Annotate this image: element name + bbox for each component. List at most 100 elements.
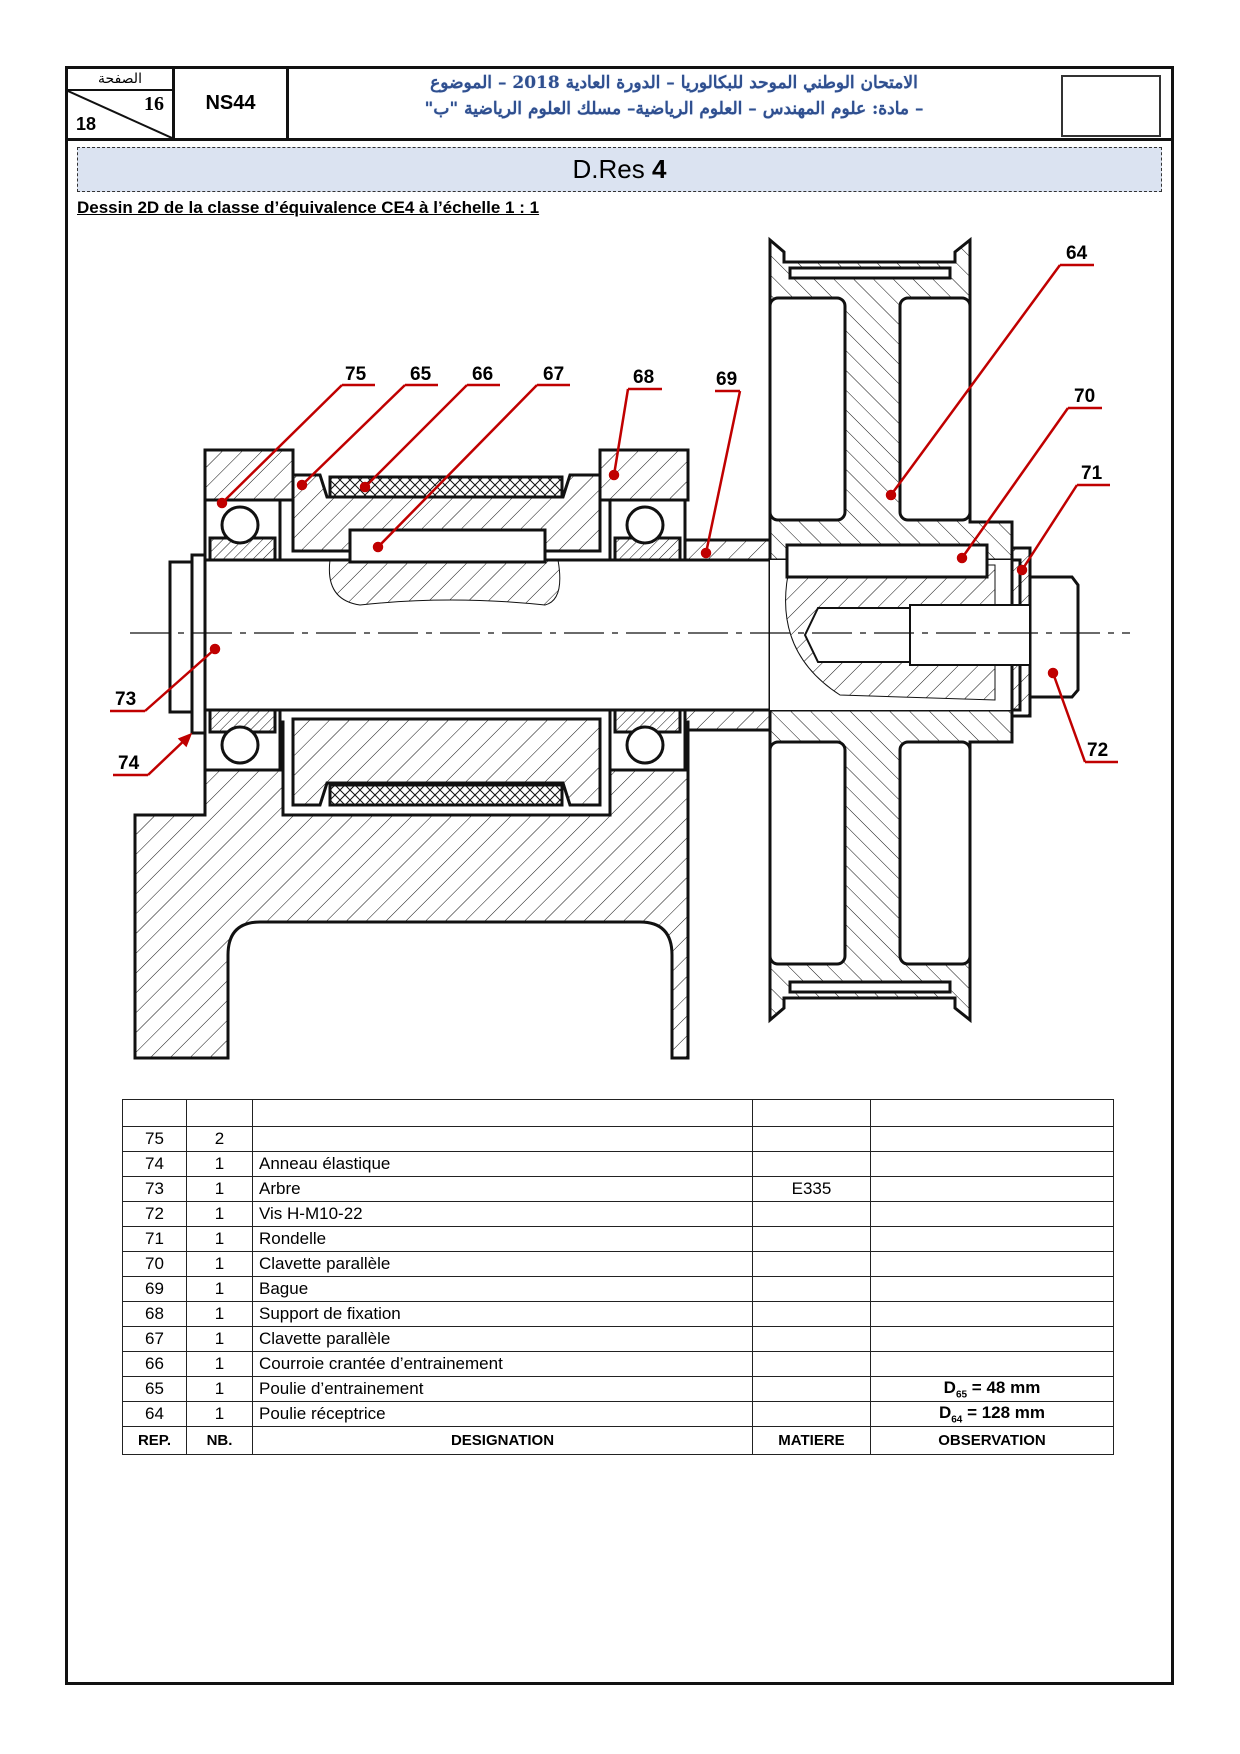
cell-matiere — [752, 1401, 871, 1427]
cell-rep: 67 — [122, 1326, 187, 1352]
cell-rep: 74 — [122, 1151, 187, 1177]
section-number: 4 — [652, 154, 667, 184]
callout-label-71: 71 — [1081, 463, 1103, 484]
cell-designation: Bague — [252, 1276, 753, 1302]
cell-rep: 72 — [122, 1201, 187, 1227]
cell-observation — [870, 1301, 1114, 1327]
exam-title: الامتحان الوطني الموحد للبكالوريا – الدو… — [289, 69, 1059, 138]
stamp-box — [1061, 75, 1161, 137]
cell-rep: 70 — [122, 1251, 187, 1277]
callout-label-64: 64 — [1066, 243, 1088, 264]
diagonal-divider-icon — [68, 90, 172, 138]
drawing-subtitle: Dessin 2D de la classe d’équivalence CE4… — [77, 198, 540, 217]
cell-nb: 1 — [186, 1351, 253, 1377]
cell-rep: 75 — [122, 1126, 187, 1152]
cell-rep: 68 — [122, 1301, 187, 1327]
cell-observation: D65 = 48 mm — [870, 1376, 1114, 1402]
cell-nb: 1 — [186, 1301, 253, 1327]
cell-observation — [870, 1276, 1114, 1302]
callout-73 — [110, 643, 221, 713]
callout-label-74: 74 — [118, 753, 140, 774]
cell-nb: 1 — [186, 1276, 253, 1302]
cell-rep: 65 — [122, 1376, 187, 1402]
cell-nb: 1 — [186, 1201, 253, 1227]
cell-nb: 1 — [186, 1251, 253, 1277]
technical-drawing: 75 65 66 67 68 69 64 70 71 72 73 74 — [110, 236, 1130, 1060]
pulley-65-bottom — [291, 717, 602, 807]
cell-matiere — [752, 1151, 871, 1177]
callout-label-67: 67 — [543, 364, 564, 385]
section-prefix: D.Res — [572, 154, 645, 184]
callout-71 — [1016, 483, 1110, 576]
cell-matiere — [752, 1226, 871, 1252]
callout-label-73: 73 — [115, 689, 136, 710]
header-matiere: MATIERE — [752, 1426, 871, 1455]
page-number-box: الصفحة 16 18 — [68, 69, 175, 138]
cell-designation: Support de fixation — [252, 1301, 753, 1327]
callout-70 — [956, 406, 1102, 564]
page-number: 16 — [144, 93, 164, 115]
cell-matiere — [752, 1301, 871, 1327]
ring-69 — [683, 538, 772, 562]
exam-header: الصفحة 16 18 NS44 الامتحان الوطني الموحد… — [65, 66, 1174, 141]
cell-nb: 1 — [186, 1326, 253, 1352]
cell-nb: 1 — [186, 1176, 253, 1202]
circlip-74 — [168, 560, 194, 714]
cell-nb: 1 — [186, 1401, 253, 1427]
cell-nb: 1 — [186, 1226, 253, 1252]
cell-observation — [870, 1351, 1114, 1377]
cell-observation — [870, 1126, 1114, 1152]
cell-designation: Clavette parallèle — [252, 1326, 753, 1352]
cell-observation — [870, 1099, 1114, 1127]
cell-observation — [870, 1326, 1114, 1352]
exam-title-line2: – مادة: علوم المهندس – العلوم الرياضية– … — [424, 99, 924, 119]
callout-64 — [885, 263, 1094, 501]
header-rep: REP. — [122, 1426, 187, 1455]
callout-66 — [359, 383, 500, 493]
exam-code: NS44 — [175, 69, 289, 138]
cell-designation: Rondelle — [252, 1226, 753, 1252]
cell-designation: Anneau élastique — [252, 1151, 753, 1177]
callout-label-70: 70 — [1074, 386, 1095, 407]
cell-designation — [252, 1126, 753, 1152]
callout-72 — [1047, 667, 1118, 764]
cell-observation — [870, 1226, 1114, 1252]
cell-designation: Courroie crantée d’entrainement — [252, 1351, 753, 1377]
screw-72 — [1028, 575, 1080, 699]
key-67 — [348, 528, 547, 564]
cell-rep: 66 — [122, 1351, 187, 1377]
cell-matiere — [752, 1376, 871, 1402]
cell-designation: Poulie d’entrainement — [252, 1376, 753, 1402]
header-nb: NB. — [186, 1426, 253, 1455]
callout-label-69: 69 — [716, 369, 737, 390]
cell-observation: D64 = 128 mm — [870, 1401, 1114, 1427]
callout-74 — [113, 732, 193, 777]
cell-nb: 1 — [186, 1376, 253, 1402]
cell-observation — [870, 1201, 1114, 1227]
cell-matiere: E335 — [752, 1176, 871, 1202]
cell-nb: 2 — [186, 1126, 253, 1152]
section-banner: D.Res 4 — [77, 147, 1162, 192]
cell-rep: 73 — [122, 1176, 187, 1202]
cell-observation — [870, 1251, 1114, 1277]
callout-label-66: 66 — [472, 364, 493, 385]
key-70 — [785, 543, 989, 579]
cell-nb — [186, 1099, 253, 1127]
header-observation: OBSERVATION — [870, 1426, 1114, 1455]
callout-label-75: 75 — [345, 364, 367, 385]
callout-75 — [216, 383, 375, 509]
cell-matiere — [752, 1251, 871, 1277]
callout-label-68: 68 — [633, 367, 654, 388]
callout-69 — [700, 389, 742, 559]
cell-rep: 71 — [122, 1226, 187, 1252]
